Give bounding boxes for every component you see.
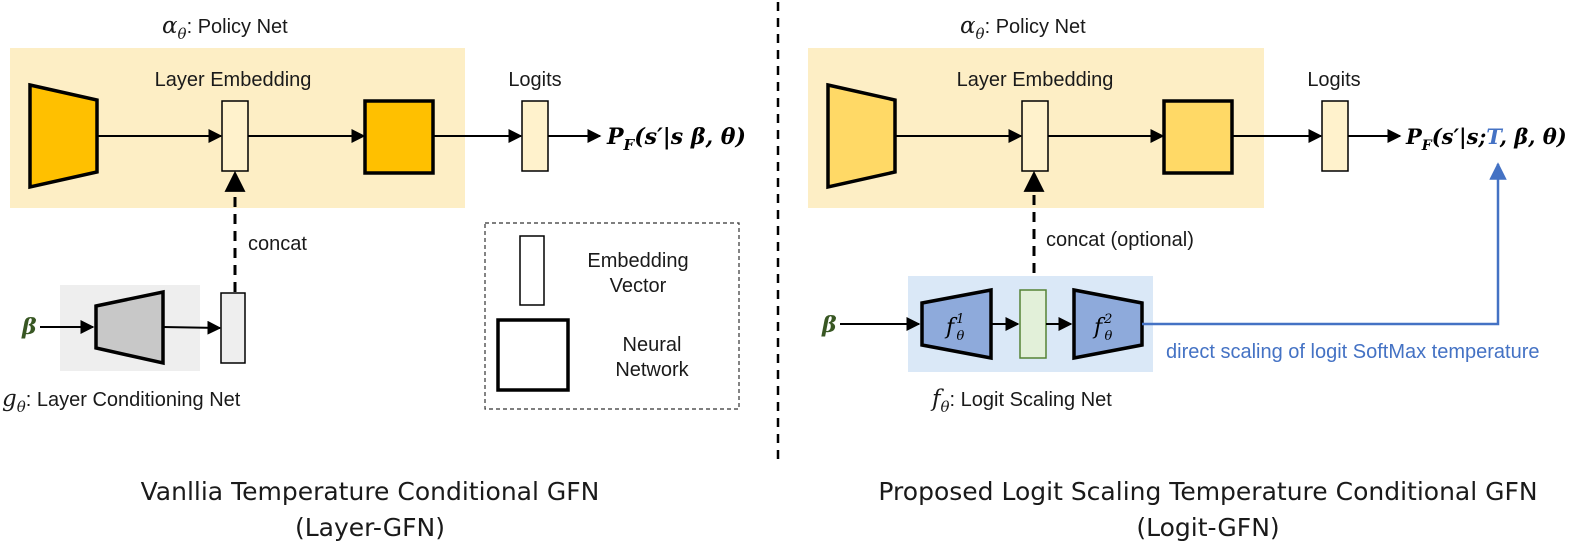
- left-hidden-network: [363, 99, 435, 175]
- left-conditioning-network: [94, 289, 165, 366]
- right-hidden-network: [1162, 99, 1234, 175]
- right-logit-scaling-net-label: fθ: Logit Scaling Net: [930, 386, 1112, 416]
- left-panel: αθ: Policy Net Layer Embedding Logits PF…: [2, 13, 746, 542]
- right-encoder-network: [826, 82, 897, 190]
- right-output-formula: PF(s′|s;T, β, θ): [1405, 124, 1567, 154]
- left-output-formula: PF(s′|s β, θ): [606, 124, 746, 154]
- right-layer-embedding-label: Layer Embedding: [957, 69, 1114, 91]
- legend-embedding-label-2: Vector: [610, 275, 667, 297]
- left-encoder-network: [28, 82, 99, 190]
- right-concat-label: concat (optional): [1046, 229, 1194, 251]
- left-policy-net-label: αθ: Policy Net: [162, 13, 288, 43]
- left-conditioning-embedding-vector: [220, 292, 246, 364]
- right-logits-vector: [1321, 100, 1349, 172]
- legend-network-label-1: Neural: [623, 334, 682, 356]
- right-panel: αθ: Policy Net Layer Embedding Logits PF…: [808, 13, 1567, 542]
- legend-network-label-2: Network: [615, 359, 689, 381]
- legend-neural-network-swatch: [496, 318, 570, 392]
- legend-embedding-label-1: Embedding: [587, 250, 688, 272]
- right-scaling-embedding-vector: [1019, 289, 1047, 359]
- right-layer-embedding-vector: [1021, 100, 1049, 172]
- left-beta-input: β: [21, 314, 37, 340]
- left-layer-embedding-vector: [221, 100, 249, 172]
- left-arrow-gnet-to-embed: [162, 320, 222, 335]
- left-caption-line2: (Layer-GFN): [295, 513, 445, 542]
- right-caption-line2: (Logit-GFN): [1136, 513, 1279, 542]
- right-f1-network: [920, 287, 993, 361]
- legend-embedding-vector-swatch: [519, 235, 545, 306]
- right-beta-input: β: [821, 312, 837, 338]
- right-logits-label: Logits: [1307, 69, 1360, 91]
- right-caption-line1: Proposed Logit Scaling Temperature Condi…: [878, 477, 1537, 506]
- left-caption-line1: Vanllia Temperature Conditional GFN: [141, 477, 600, 506]
- left-layer-embedding-label: Layer Embedding: [155, 69, 312, 91]
- right-temperature-scaling-path: [1142, 162, 1507, 326]
- left-conditioning-net-label: gθ: Layer Conditioning Net: [2, 386, 241, 416]
- left-logits-vector: [521, 100, 549, 172]
- left-logits-label: Logits: [508, 69, 561, 91]
- right-policy-net-label: αθ: Policy Net: [960, 13, 1086, 43]
- left-concat-label: concat: [248, 233, 307, 255]
- legend-box: Embedding Vector Neural Network: [484, 222, 740, 410]
- right-direct-scaling-label: direct scaling of logit SoftMax temperat…: [1166, 341, 1540, 363]
- right-f2-network: [1072, 287, 1144, 361]
